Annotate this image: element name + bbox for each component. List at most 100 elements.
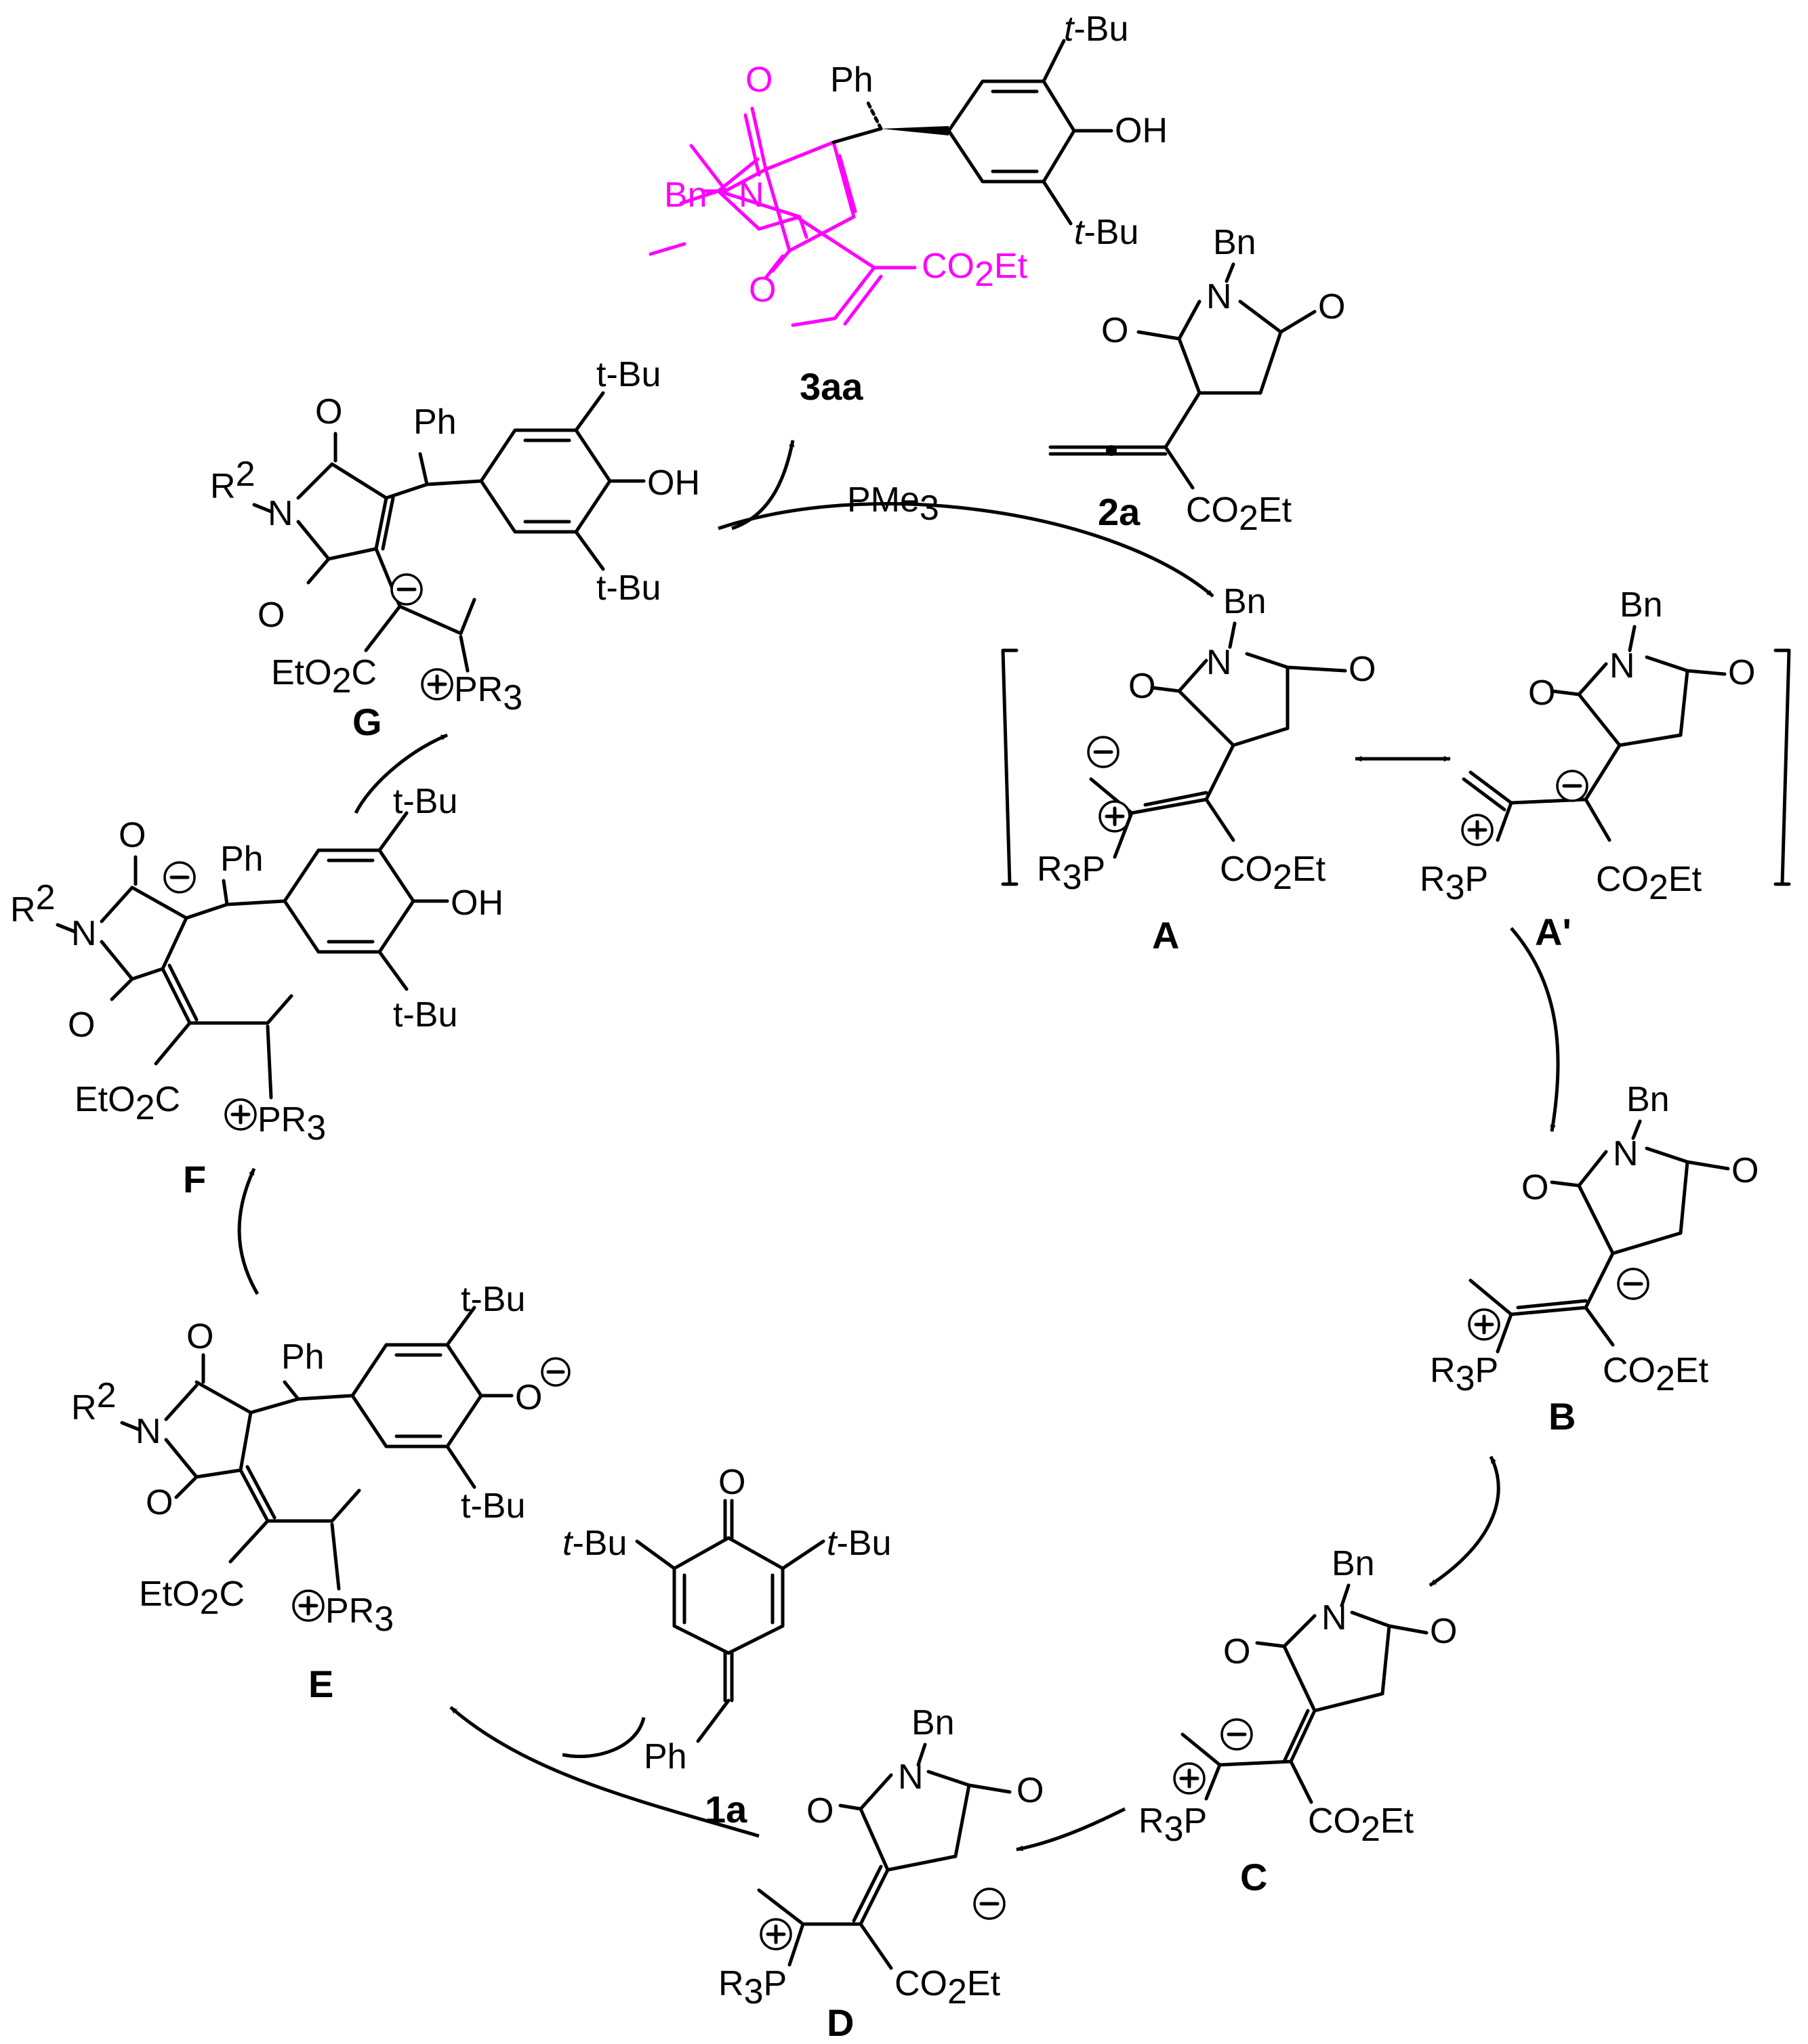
o-label: O xyxy=(119,816,146,855)
o-label: O xyxy=(1223,1632,1250,1671)
n-label: N xyxy=(268,494,293,533)
tbu-label: t-Bu xyxy=(596,355,661,394)
arrow-B-C-equilibrium xyxy=(1429,1455,1500,1587)
pr3-label: PR3 xyxy=(325,1591,394,1639)
tbu-label: t-Bu xyxy=(461,1486,525,1526)
o-label: O xyxy=(1016,1771,1044,1810)
o-label: O xyxy=(1101,311,1128,350)
r3p-label: R3P xyxy=(718,1964,787,2011)
o-label: O xyxy=(315,392,342,432)
n-label: N xyxy=(1609,646,1635,686)
o-label: O xyxy=(1521,1168,1548,1207)
co2et-label: CO2Et xyxy=(922,247,1028,294)
ph-label: Ph xyxy=(220,839,264,879)
tbu-label: t-Bu xyxy=(562,1524,627,1563)
r3p-label: R3P xyxy=(1420,860,1488,907)
wedge-bond xyxy=(881,126,949,135)
compound-label-E: E xyxy=(308,1663,333,1705)
compound-label-B: B xyxy=(1548,1395,1576,1438)
o-label: O xyxy=(749,270,776,310)
arrow-Aprime-to-B xyxy=(1510,927,1560,1133)
tbu-label: t-Bu xyxy=(393,782,457,821)
n-label: N xyxy=(1613,1134,1639,1173)
o-label: O xyxy=(146,1483,173,1522)
product-3aa: Bn N O O CO2Et Ph t-Bu OH t-Bu 3aa xyxy=(649,9,1168,408)
co2et-label: CO2Et xyxy=(895,1964,1001,2011)
bn-label: Bn xyxy=(1626,1080,1670,1119)
bn-label: Bn xyxy=(664,175,707,215)
arrow-D-to-E xyxy=(449,1706,760,1838)
r2-label: R2 xyxy=(71,1376,116,1427)
n-label: N xyxy=(71,914,97,953)
allene-2a: Bn N O O CO2Et 2a xyxy=(1048,223,1345,538)
o-label: O xyxy=(1430,1612,1457,1651)
o-label: O xyxy=(1528,673,1555,713)
o-label: O xyxy=(515,1378,542,1417)
quinone-methide-1a: O t-Bu t-Bu Ph 1a xyxy=(562,1463,891,1831)
co2et-label: CO2Et xyxy=(1186,491,1292,538)
o-label: O xyxy=(718,1463,745,1502)
intermediate-C: Bn N O O R3P CO2Et C xyxy=(1138,1544,1457,1898)
pr3-label: PR3 xyxy=(258,1100,326,1148)
compound-label-A: A xyxy=(1152,914,1179,957)
oh-label: OH xyxy=(647,463,700,503)
intermediate-A: Bn N O O R3P CO2Et A xyxy=(1001,582,1376,957)
arrow-C-to-D xyxy=(1015,1807,1126,1852)
r3p-label: R3P xyxy=(1430,1351,1498,1398)
n-label: N xyxy=(1206,643,1232,682)
arrow-G-to-A xyxy=(718,502,1214,598)
intermediate-E: O N O R2 Ph t-Bu O t-Bu EtO2C PR3 E xyxy=(71,1280,571,1705)
arrow-F-to-G xyxy=(354,733,449,814)
arrow-E-to-F xyxy=(237,1167,260,1295)
oh-label: OH xyxy=(1115,111,1168,150)
compound-label-C: C xyxy=(1240,1856,1267,1898)
o-label: O xyxy=(806,1791,834,1831)
cycle-arrows: PMe3 xyxy=(237,439,1560,1852)
tbu-label: t-Bu xyxy=(827,1524,891,1563)
intermediate-B: Bn N O O R3P CO2Et B xyxy=(1430,1080,1759,1438)
bn-label: Bn xyxy=(1223,582,1267,621)
o-label: O xyxy=(1318,287,1345,327)
o-label: O xyxy=(745,60,773,100)
o-label: O xyxy=(1728,653,1755,692)
eto2c-label: EtO2C xyxy=(271,653,377,701)
bn-label: Bn xyxy=(1620,585,1663,625)
intermediate-A-prime: Bn N O O R3P CO2Et A' xyxy=(1420,585,1791,953)
pme3-label: PMe3 xyxy=(847,480,939,528)
r2-label: R2 xyxy=(10,878,55,930)
r3p-label: R3P xyxy=(1037,850,1105,897)
eto2c-label: EtO2C xyxy=(75,1080,180,1127)
bn-label: Bn xyxy=(1213,223,1256,262)
ph-label: Ph xyxy=(413,402,457,442)
compound-label-F: F xyxy=(183,1158,206,1201)
tbu-label: t-Bu xyxy=(1064,9,1128,49)
r2-label: R2 xyxy=(210,455,255,506)
pr3-label: PR3 xyxy=(454,670,522,717)
arrow-1a-addition xyxy=(562,1717,646,1759)
co2et-label: CO2Et xyxy=(1220,850,1326,897)
co2et-label: CO2Et xyxy=(1603,1351,1709,1398)
intermediate-G: O N O R2 Ph t-Bu OH t-Bu EtO2C PR3 G xyxy=(210,355,700,743)
compound-label-G: G xyxy=(352,701,382,743)
ph-label: Ph xyxy=(644,1737,687,1776)
compound-label-3aa: 3aa xyxy=(800,365,863,408)
o-label: O xyxy=(1731,1151,1759,1190)
r3p-label: R3P xyxy=(1138,1801,1207,1849)
n-label: N xyxy=(1206,277,1232,316)
bn-label: Bn xyxy=(911,1703,955,1743)
compound-label-1a: 1a xyxy=(705,1788,747,1831)
intermediate-D: Bn N O O R3P CO2Et D xyxy=(718,1703,1044,2044)
o-label: O xyxy=(258,596,285,635)
allene-dot xyxy=(1106,445,1117,456)
oh-label: OH xyxy=(451,883,504,923)
ph-label: Ph xyxy=(830,60,874,100)
co2et-label: CO2Et xyxy=(1596,860,1702,907)
tbu-label: t-Bu xyxy=(461,1280,525,1319)
tbu-label: t-Bu xyxy=(1074,213,1138,252)
compound-label-D: D xyxy=(827,2001,854,2044)
ph-label: Ph xyxy=(281,1337,325,1377)
n-label: N xyxy=(136,1412,161,1451)
o-label: O xyxy=(1349,650,1376,689)
